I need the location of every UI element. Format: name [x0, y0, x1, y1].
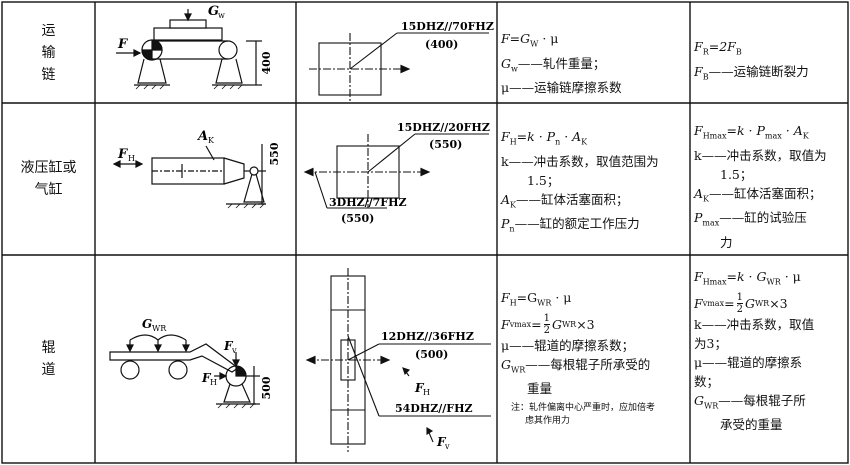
height-label: 400: [260, 51, 273, 74]
row1-name-line1: 运: [41, 22, 56, 39]
row3-diagram: G WR F v F H 500: [109, 317, 273, 409]
row1-name-line3: 链: [41, 66, 56, 83]
fh-label-sub: H: [210, 378, 217, 387]
row2-max: FHmax=k · Pmax · AK k——冲击系数，取值为 1.5； AK—…: [694, 123, 827, 250]
row2-spec-bottom: 3DHZ∕∕7FHZ: [329, 196, 407, 209]
row1-max: FR=2FB FB——运输链断裂力: [694, 39, 809, 81]
force-label: F: [117, 37, 128, 52]
row2-name-line2: 气缸: [34, 182, 63, 198]
row3-fh-label-sub: H: [423, 388, 430, 397]
load-label: G: [208, 4, 219, 19]
row3-spec-bottom: 54DHZ∕∕FHZ: [395, 402, 473, 415]
row2-spec-top: 15DHZ∕∕20FHZ: [397, 121, 490, 134]
fh-label: F: [201, 371, 212, 385]
row3-spec-top: 12DHZ∕∕36FHZ: [381, 330, 474, 343]
load-label-sub: w: [218, 11, 225, 20]
force-label: F: [117, 147, 128, 162]
row3-fh-label: F: [414, 381, 425, 395]
row2-spec-top-sub: (550): [429, 138, 462, 151]
row3-name: 辊 道: [2, 255, 95, 463]
row2-spec-bottom-sub: (550): [341, 212, 374, 225]
row2-name-line1: 液压缸或: [20, 160, 77, 176]
clevis-pin-icon: [249, 166, 259, 176]
row3-spec-top-sub: (500): [415, 348, 448, 361]
fv-label-sub: v: [231, 346, 237, 355]
row1-name-line2: 输: [41, 44, 56, 61]
row3-fv-label: F: [436, 435, 447, 449]
row1-diagram: G w F 400: [116, 4, 273, 90]
row2-name: 液压缸或 气缸: [2, 103, 95, 255]
row1-layout-diagram: 15DHZ∕∕70FHZ (400): [309, 20, 494, 101]
row3-fv-label-sub: v: [444, 442, 450, 451]
fv-label: F: [223, 339, 234, 353]
row2-layout-diagram: 15DHZ∕∕20FHZ (550) 3DHZ∕∕7FHZ (550): [303, 121, 490, 225]
row1-name: 运 输 链: [2, 2, 95, 103]
roller-table-plate: [109, 343, 240, 373]
row3-layout-diagram: 12DHZ∕∕36FHZ (500) 54DHZ∕∕FHZ F H F v: [305, 268, 491, 452]
row1-spec-top-sub: (400): [425, 38, 458, 51]
row2-diagram: A K F H 550: [112, 129, 281, 209]
load-label-sub: WR: [152, 324, 167, 333]
area-label: A: [196, 129, 208, 144]
chain-load-block: [153, 27, 223, 41]
row1-spec-top: 15DHZ∕∕70FHZ: [401, 20, 494, 33]
row2-formula: FH=k · Pn · AK k——冲击系数，取值范围为 1.5； AK——缸体…: [501, 129, 659, 234]
area-label-sub: K: [208, 136, 215, 145]
height-label: 550: [268, 142, 281, 165]
height-label: 500: [260, 376, 273, 399]
row3-name-line2: 道: [41, 362, 56, 378]
row1-formula: F=GW · μ Gw——轧件重量； μ——运输链摩擦系数: [501, 31, 622, 95]
load-label: G: [142, 317, 152, 331]
row3-name-line1: 辊: [41, 340, 56, 356]
force-label-sub: H: [128, 154, 135, 163]
